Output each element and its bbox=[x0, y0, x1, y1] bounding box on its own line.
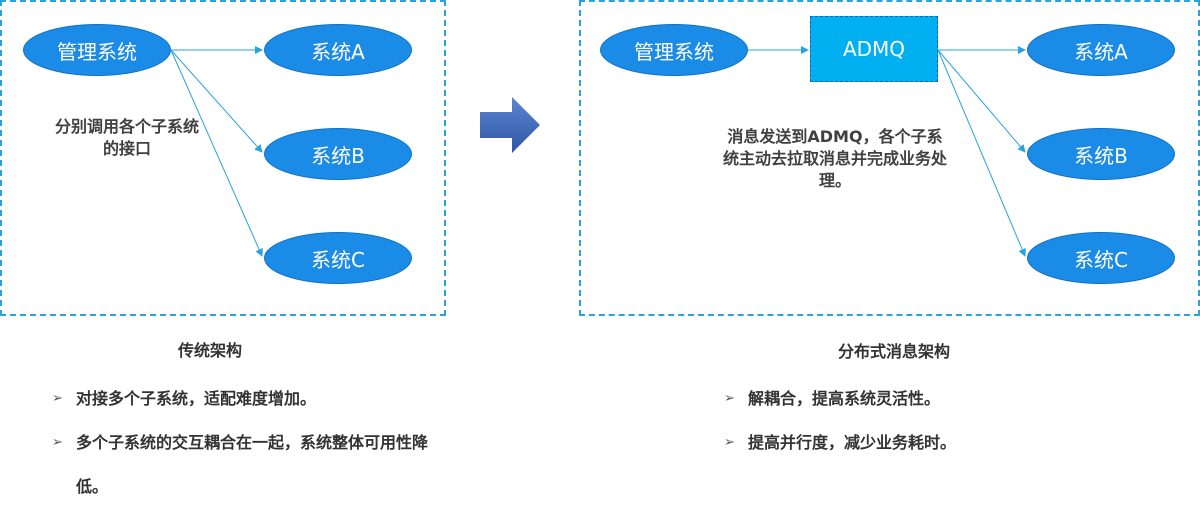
admq-node: ADMQ bbox=[810, 16, 938, 82]
bullet-arrow-icon: ➢ bbox=[52, 435, 63, 450]
system-a-node: 系统A bbox=[1027, 24, 1175, 76]
system-c-node: 系统C bbox=[1027, 232, 1175, 284]
right-bullet-list: ➢ 解耦合，提高系统灵活性。 ➢ 提高并行度，减少业务耗时。 bbox=[724, 377, 1124, 465]
system-a-node: 系统A bbox=[264, 24, 412, 76]
left-annotation: 分别调用各个子系统的接口 bbox=[54, 117, 199, 158]
list-item: ➢ 解耦合，提高系统灵活性。 bbox=[724, 377, 1124, 421]
traditional-architecture-panel bbox=[0, 0, 446, 316]
management-system-node: 管理系统 bbox=[23, 24, 171, 76]
connector-arrow bbox=[170, 49, 263, 257]
bullet-arrow-icon: ➢ bbox=[724, 435, 735, 450]
bullet-arrow-icon: ➢ bbox=[52, 391, 63, 406]
management-system-node: 管理系统 bbox=[600, 24, 748, 76]
connector-arrow bbox=[170, 49, 263, 153]
transition-arrow-icon bbox=[480, 97, 540, 153]
bullet-arrow-icon: ➢ bbox=[724, 391, 735, 406]
system-b-node: 系统B bbox=[1027, 128, 1175, 180]
list-item: ➢ 多个子系统的交互耦合在一起，系统整体可用性降低。 bbox=[52, 421, 452, 509]
distributed-architecture-panel bbox=[579, 0, 1200, 316]
traditional-architecture-caption: 传统架构 bbox=[178, 341, 243, 360]
system-c-node: 系统C bbox=[264, 232, 412, 284]
left-bullet-list: ➢ 对接多个子系统，适配难度增加。 ➢ 多个子系统的交互耦合在一起，系统整体可用… bbox=[52, 377, 452, 509]
system-b-node: 系统B bbox=[264, 128, 412, 180]
connector-arrow bbox=[937, 49, 1026, 257]
connector-arrow bbox=[937, 49, 1026, 153]
distributed-architecture-caption: 分布式消息架构 bbox=[838, 342, 951, 361]
list-item: ➢ 对接多个子系统，适配难度增加。 bbox=[52, 377, 452, 421]
right-annotation: 消息发送到ADMQ，各个子系统主动去拉取消息并完成业务处理。 bbox=[722, 127, 947, 190]
list-item: ➢ 提高并行度，减少业务耗时。 bbox=[724, 421, 1124, 465]
